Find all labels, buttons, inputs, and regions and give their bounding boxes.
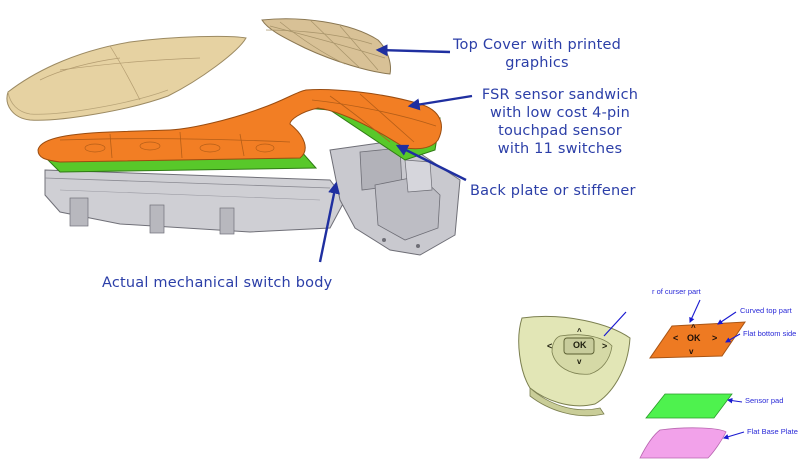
inset-base-plate	[639, 427, 727, 459]
inset-base-plate-label: Flat Base Plate	[747, 427, 798, 436]
inset-sensor-pad-label: Sensor pad	[745, 396, 784, 405]
top-cover-label: Top Cover with printed graphics	[452, 36, 622, 72]
inset-sensor-pad	[645, 393, 733, 419]
inset-base-leader	[722, 431, 745, 440]
inset-cursor-top-leader	[689, 299, 701, 324]
fsr-sensor-label: FSR sensor sandwich with low cost 4-pin …	[474, 86, 646, 158]
top-cover-label-line2: graphics	[505, 55, 569, 71]
switch-body-leader	[318, 181, 340, 263]
inset-cursor-leader	[603, 311, 627, 337]
orange-fsr-sensor-layer	[37, 89, 442, 163]
back-plate-label: Back plate or stiffener	[470, 183, 636, 199]
inset-housing-up-text: ^	[577, 327, 582, 336]
inset-orange-down-text: v	[689, 347, 694, 356]
inset-orange-left-text: <	[673, 333, 679, 343]
fsr-label-line2: with low cost 4-pin	[489, 105, 631, 121]
inset-cursor-label: r of curser part	[652, 287, 701, 296]
fsr-label-line1: FSR sensor sandwich	[481, 87, 639, 103]
switch-body-label: Actual mechanical switch body	[102, 275, 333, 291]
inset-curved-top-label: Curved top part	[740, 306, 792, 315]
inset-housing-ok-text: OK	[573, 340, 587, 350]
inset-housing-down-text: v	[577, 357, 582, 366]
mechanical-switch-body	[44, 139, 461, 256]
inset-housing-left-text: <	[547, 341, 553, 351]
fsr-leader	[407, 94, 473, 111]
fsr-label-line3: touchpad sensor	[498, 123, 622, 139]
inset-flat-bottom-leader	[725, 333, 741, 343]
top-cover-leader	[375, 44, 451, 57]
inset-switch-housing	[518, 315, 631, 417]
inset-ok-key	[563, 337, 595, 355]
leader-lines	[318, 44, 473, 263]
back-plate-leader	[395, 144, 467, 182]
top-cover-right-piece	[261, 18, 391, 75]
fsr-label-line4: with 11 switches	[497, 141, 623, 157]
inset-flat-bottom-label: Flat bottom side	[743, 329, 797, 338]
inset-orange-right-text: >	[712, 333, 718, 343]
inset-sensor-leader	[726, 397, 743, 404]
inset-orange-ok-text: OK	[687, 333, 701, 343]
inset-housing-right-text: >	[602, 341, 608, 351]
inset-orange-up-text: ^	[691, 323, 696, 332]
top-cover-left-panel	[6, 35, 247, 121]
inset-curved-leader	[717, 311, 737, 325]
top-cover-label-line1: Top Cover with printed	[452, 37, 622, 53]
